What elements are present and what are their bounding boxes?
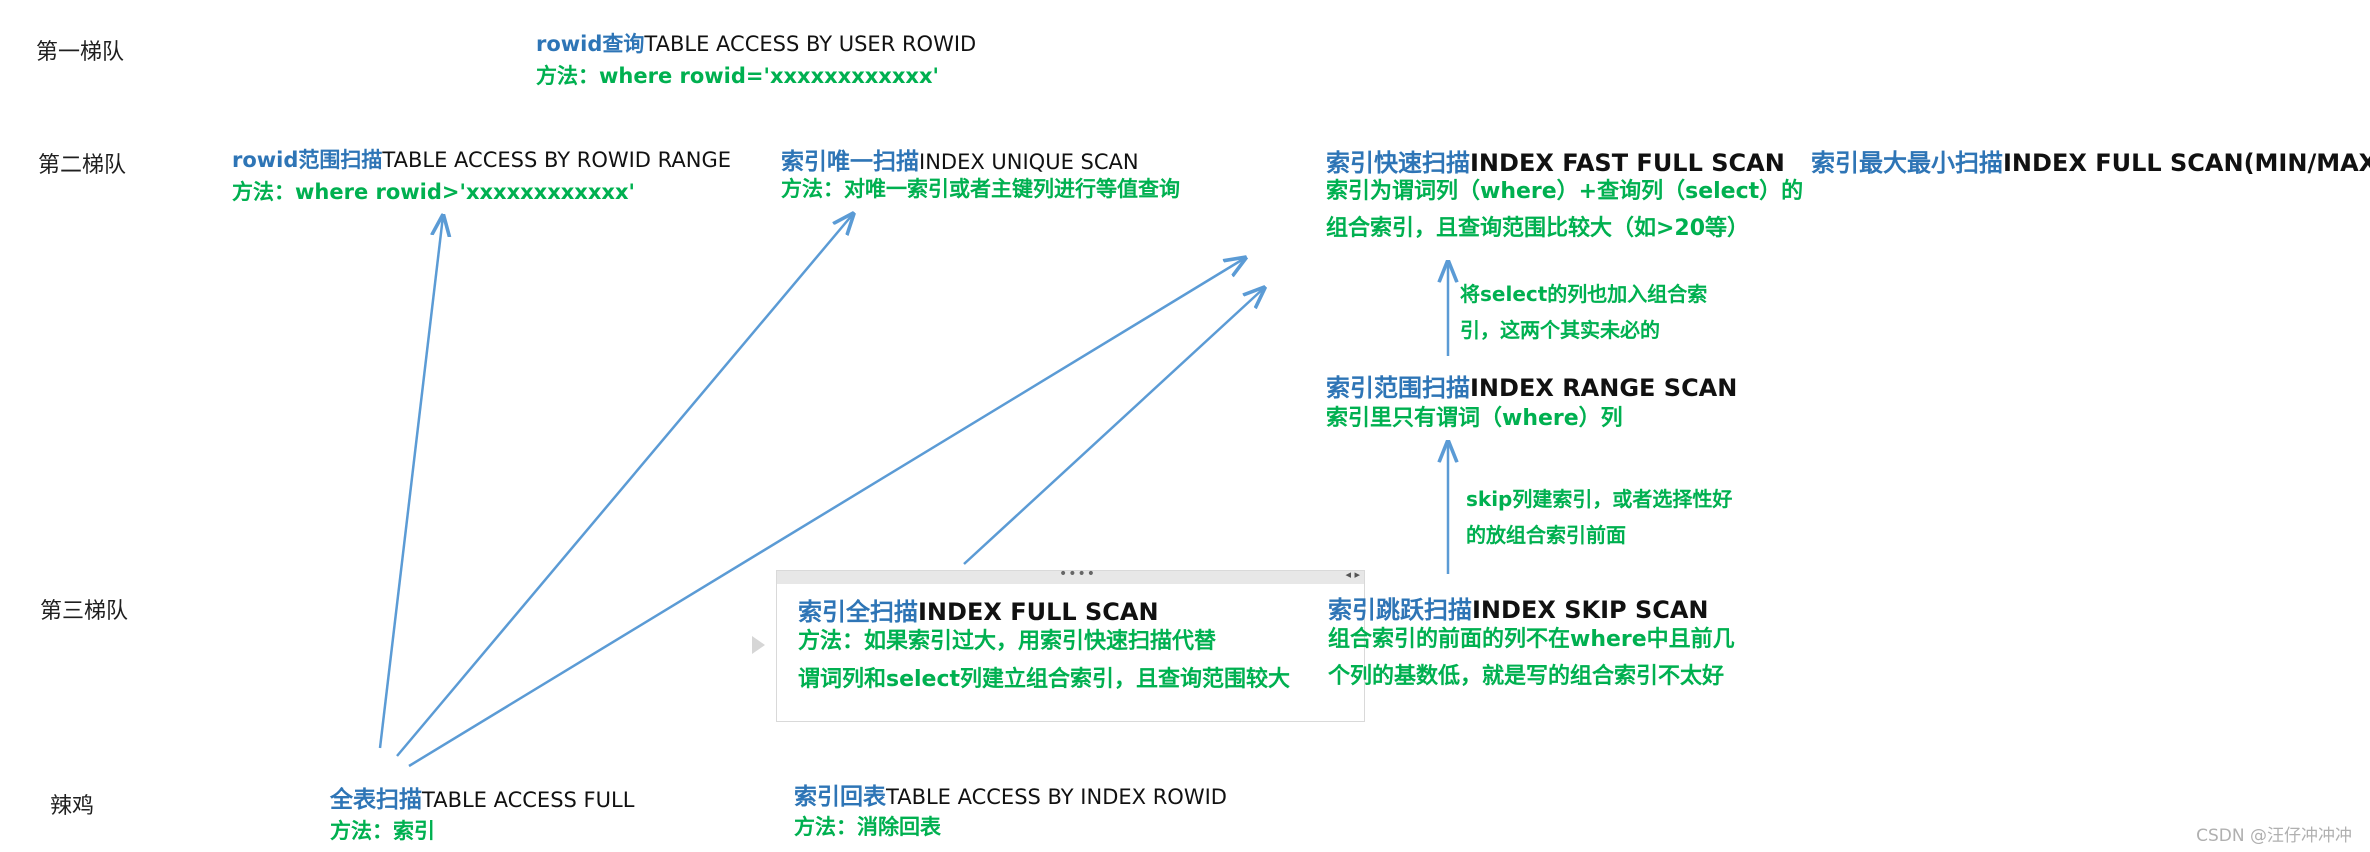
node-rowid-range-method: 方法：where rowid>'xxxxxxxxxxxx' xyxy=(232,180,635,204)
arrow-indexfull-to-fast-full xyxy=(963,288,1264,565)
node-table-full-cn: 全表扫描 xyxy=(330,787,422,813)
node-index-fast-full-title: 索引快速扫描INDEX FAST FULL SCAN xyxy=(1326,143,1785,178)
node-index-skip-cn: 索引跳跃扫描 xyxy=(1328,596,1472,624)
node-index-full-en: INDEX FULL SCAN xyxy=(918,598,1159,626)
node-index-fast-full-en: INDEX FAST FULL SCAN xyxy=(1470,149,1785,177)
tier-3-label: 第三梯队 xyxy=(40,599,129,624)
node-rowid-query-cn: rowid查询 xyxy=(536,32,645,56)
node-index-rowid-method: 方法：消除回表 xyxy=(794,815,941,839)
node-index-fast-full-desc-1: 索引为谓词列（where）+查询列（select）的 xyxy=(1326,179,1804,204)
node-rowid-range-en: TABLE ACCESS BY ROWID RANGE xyxy=(382,148,732,172)
node-table-full-en: TABLE ACCESS FULL xyxy=(422,788,635,812)
node-table-full-title: 全表扫描TABLE ACCESS FULL xyxy=(330,780,634,814)
node-rowid-range-title: rowid范围扫描TABLE ACCESS BY ROWID RANGE xyxy=(232,144,731,174)
node-index-rowid-cn: 索引回表 xyxy=(794,784,886,810)
node-rowid-range-cn: rowid范围扫描 xyxy=(232,148,383,172)
node-index-full-title: 索引全扫描INDEX FULL SCAN xyxy=(798,592,1159,627)
node-index-minmax-title: 索引最大最小扫描INDEX FULL SCAN(MIN/MAX) xyxy=(1811,143,2370,178)
node-index-unique-cn: 索引唯一扫描 xyxy=(781,149,919,175)
node-rowid-query-method: 方法：where rowid='xxxxxxxxxxxx' xyxy=(536,64,939,88)
node-index-full-cn: 索引全扫描 xyxy=(798,598,918,626)
node-index-rowid-en: TABLE ACCESS BY INDEX ROWID xyxy=(886,785,1227,809)
tier-1-label: 第一梯队 xyxy=(36,40,125,65)
drag-grip-icon[interactable]: •••• xyxy=(1059,566,1097,582)
node-index-full-desc-1: 方法：如果索引过大，用索引快速扫描代替 xyxy=(798,629,1217,654)
tier-4-label: 辣鸡 xyxy=(50,794,95,819)
node-index-full-desc-2: 谓词列和select列建立组合索引，且查询范围较大 xyxy=(798,667,1291,692)
node-index-skip-title: 索引跳跃扫描INDEX SKIP SCAN xyxy=(1328,590,1709,625)
node-index-minmax-cn: 索引最大最小扫描 xyxy=(1811,149,2003,177)
node-index-unique-method: 方法：对唯一索引或者主键列进行等值查询 xyxy=(781,177,1180,201)
panel-drag-bar[interactable]: •••• ◂ ▸ xyxy=(777,566,1364,584)
note-range-to-fast-1: 将select的列也加入组合索 xyxy=(1460,282,1708,306)
note-range-to-fast-2: 引，这两个其实未必的 xyxy=(1460,318,1660,342)
node-index-range-cn: 索引范围扫描 xyxy=(1326,374,1470,402)
tier-2-label: 第二梯队 xyxy=(38,153,127,178)
panel-nav-arrows-icon[interactable]: ◂ ▸ xyxy=(1345,568,1360,581)
node-index-skip-desc-2: 个列的基数低，就是写的组合索引不太好 xyxy=(1328,664,1725,689)
node-index-skip-desc-1: 组合索引的前面的列不在where中且前几 xyxy=(1328,627,1735,652)
node-index-fast-full-cn: 索引快速扫描 xyxy=(1326,149,1470,177)
index-full-panel[interactable]: •••• ◂ ▸ xyxy=(776,566,1365,722)
node-rowid-query-en: TABLE ACCESS BY USER ROWID xyxy=(644,32,977,56)
node-index-range-desc: 索引里只有谓词（where）列 xyxy=(1326,406,1623,431)
node-index-minmax-en: INDEX FULL SCAN(MIN/MAX) xyxy=(2003,149,2370,177)
node-index-unique-en: INDEX UNIQUE SCAN xyxy=(919,150,1139,174)
node-rowid-query-title: rowid查询TABLE ACCESS BY USER ROWID xyxy=(536,28,976,58)
node-index-fast-full-desc-2: 组合索引，且查询范围比较大（如>20等） xyxy=(1326,216,1750,241)
panel-collapse-handle-icon[interactable] xyxy=(752,636,765,654)
note-skip-to-range-1: skip列建索引，或者选择性好 xyxy=(1466,487,1733,511)
node-index-range-title: 索引范围扫描INDEX RANGE SCAN xyxy=(1326,368,1737,403)
arrow-full-to-rowid-range xyxy=(378,216,443,749)
node-index-skip-en: INDEX SKIP SCAN xyxy=(1472,596,1709,624)
node-table-full-method: 方法：索引 xyxy=(330,819,435,843)
note-skip-to-range-2: 的放组合索引前面 xyxy=(1466,523,1626,547)
arrow-full-to-unique xyxy=(396,214,853,757)
node-index-unique-title: 索引唯一扫描INDEX UNIQUE SCAN xyxy=(781,142,1139,176)
node-index-rowid-title: 索引回表TABLE ACCESS BY INDEX ROWID xyxy=(794,777,1227,811)
node-index-range-en: INDEX RANGE SCAN xyxy=(1470,374,1738,402)
arrow-full-to-fast-full xyxy=(408,258,1245,768)
watermark: CSDN @汪仔冲冲冲 xyxy=(2196,826,2352,846)
